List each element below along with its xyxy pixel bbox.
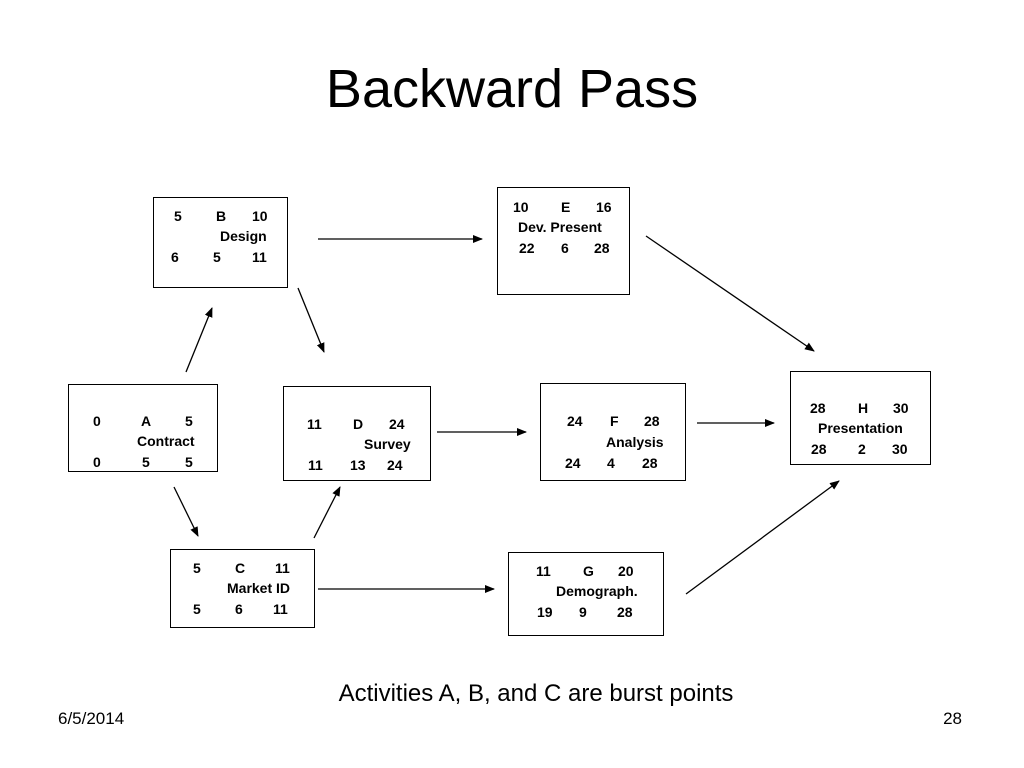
node-f-early-start: 24 bbox=[567, 413, 583, 429]
node-d-late-start: 11 bbox=[308, 457, 323, 473]
node-f-duration: 4 bbox=[607, 455, 615, 471]
node-b-early-start: 5 bbox=[174, 208, 182, 224]
arrow-e-h bbox=[645, 235, 815, 352]
node-g-id: G bbox=[583, 563, 594, 579]
node-a-early-start: 0 bbox=[93, 413, 101, 429]
node-b-name: Design bbox=[220, 228, 267, 244]
node-e-name: Dev. Present bbox=[518, 219, 602, 235]
node-b-late-start: 6 bbox=[171, 249, 179, 265]
node-g-late-finish: 28 bbox=[617, 604, 633, 620]
node-c-late-finish: 11 bbox=[273, 601, 288, 617]
node-d-early-finish: 24 bbox=[389, 416, 405, 432]
node-e-duration: 6 bbox=[561, 240, 569, 256]
node-e-id: E bbox=[561, 199, 571, 215]
node-b-early-finish: 10 bbox=[252, 208, 268, 224]
node-g-late-start: 19 bbox=[537, 604, 553, 620]
activity-node-f: 24 F 28 Analysis 24 4 28 bbox=[540, 383, 686, 481]
node-h-early-start: 28 bbox=[810, 400, 826, 416]
node-g-duration: 9 bbox=[579, 604, 587, 620]
node-f-name: Analysis bbox=[606, 434, 664, 450]
arrow-g-h bbox=[685, 480, 840, 595]
slide-caption: Activities A, B, and C are burst points bbox=[338, 680, 734, 707]
node-d-early-start: 11 bbox=[307, 416, 322, 432]
node-c-early-finish: 11 bbox=[275, 560, 290, 576]
node-f-late-start: 24 bbox=[565, 455, 581, 471]
activity-node-d: 11 D 24 Survey 11 13 24 bbox=[283, 386, 431, 481]
node-a-late-finish: 5 bbox=[185, 454, 193, 470]
node-d-duration: 13 bbox=[350, 457, 366, 473]
activity-node-g: 11 G 20 Demograph. 19 9 28 bbox=[508, 552, 664, 636]
activity-node-c: 5 C 11 Market ID 5 6 11 bbox=[170, 549, 315, 628]
activity-node-e: 10 E 16 Dev. Present 22 6 28 bbox=[497, 187, 630, 295]
node-h-id: H bbox=[858, 400, 869, 416]
arrow-c-d bbox=[313, 486, 341, 539]
footer-date: 6/5/2014 bbox=[58, 709, 125, 728]
node-g-early-start: 11 bbox=[536, 563, 551, 579]
node-a-late-start: 0 bbox=[93, 454, 101, 470]
node-h-duration: 2 bbox=[858, 441, 866, 457]
node-g-name: Demograph. bbox=[556, 583, 638, 599]
node-d-name: Survey bbox=[364, 436, 411, 452]
node-e-early-start: 10 bbox=[513, 199, 529, 215]
slide-title: Backward Pass bbox=[325, 59, 699, 119]
node-e-early-finish: 16 bbox=[596, 199, 612, 215]
arrow-a-c bbox=[173, 486, 199, 537]
node-c-name: Market ID bbox=[227, 580, 291, 596]
activity-node-h: 28 H 30 Presentation 28 2 30 bbox=[790, 371, 931, 465]
node-h-name: Presentation bbox=[818, 420, 903, 436]
node-d-late-finish: 24 bbox=[387, 457, 403, 473]
node-b-duration: 5 bbox=[213, 249, 221, 265]
node-h-late-start: 28 bbox=[811, 441, 827, 457]
node-g-early-finish: 20 bbox=[618, 563, 634, 579]
arrow-a-b bbox=[185, 307, 213, 373]
page-number: 28 bbox=[943, 709, 962, 728]
node-c-duration: 6 bbox=[235, 601, 243, 617]
node-c-late-start: 5 bbox=[193, 601, 201, 617]
node-h-early-finish: 30 bbox=[893, 400, 909, 416]
node-d-id: D bbox=[353, 416, 364, 432]
node-f-early-finish: 28 bbox=[644, 413, 660, 429]
activity-node-b: 5 B 10 Design 6 5 11 bbox=[153, 197, 288, 288]
node-c-id: C bbox=[235, 560, 246, 576]
node-a-early-finish: 5 bbox=[185, 413, 193, 429]
node-a-name: Contract bbox=[137, 433, 195, 449]
node-b-late-finish: 11 bbox=[252, 249, 267, 265]
node-c-early-start: 5 bbox=[193, 560, 201, 576]
arrow-b-d bbox=[297, 287, 325, 353]
node-f-id: F bbox=[610, 413, 619, 429]
node-a-id: A bbox=[141, 413, 152, 429]
node-e-late-start: 22 bbox=[519, 240, 535, 256]
activity-node-a: 0 A 5 Contract 0 5 5 bbox=[68, 384, 218, 472]
node-b-id: B bbox=[216, 208, 227, 224]
node-f-late-finish: 28 bbox=[642, 455, 658, 471]
node-a-duration: 5 bbox=[142, 454, 150, 470]
node-h-late-finish: 30 bbox=[892, 441, 908, 457]
node-e-late-finish: 28 bbox=[594, 240, 610, 256]
